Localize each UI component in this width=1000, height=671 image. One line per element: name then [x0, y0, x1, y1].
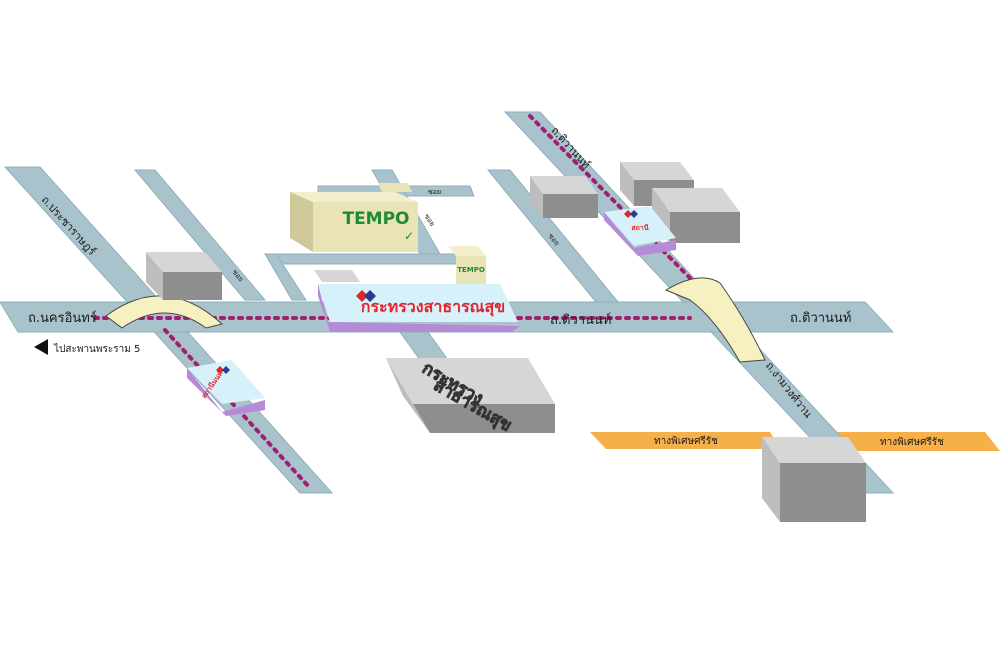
tempo-building: TEMPO ✓: [290, 183, 418, 252]
station-sign-right: สถานี: [604, 206, 676, 256]
building-a: [146, 252, 222, 300]
expressway-left: [590, 432, 780, 449]
mrt-logo-icon: [624, 210, 638, 218]
station-sign-left: สถานีนนท์: [187, 360, 265, 416]
label-soi-3: ซอย: [422, 213, 436, 228]
station-right-label: สถานี: [631, 224, 648, 232]
road-south-ministry: [399, 331, 449, 361]
label-road-east: ถ.ติวานนท์: [790, 310, 851, 326]
label-soi-2: ซอย: [428, 188, 441, 196]
flyover-left: [105, 295, 224, 329]
expressway-right: [822, 432, 1000, 451]
tempo-label: TEMPO: [342, 209, 409, 229]
flyover-right: [664, 277, 766, 363]
mrt-logo-icon: [216, 366, 230, 374]
road-frame-top: [263, 253, 461, 265]
building-f: [314, 270, 360, 282]
building-e: [762, 437, 866, 522]
arrow-left-icon: [34, 339, 48, 355]
building-d: [652, 188, 740, 243]
tempo-small-building: TEMPO: [448, 246, 486, 284]
label-road-center: ถ.ติวานนท์: [550, 312, 611, 328]
ministry-sign-label: กระทรวงสาธารณสุข: [361, 297, 505, 317]
ministry-station-sign: กระทรวงสาธารณสุข: [318, 284, 520, 332]
road-frame-left: [264, 253, 307, 301]
label-road-west: ถ.นครอินทร์: [28, 310, 97, 326]
label-expressway-left: ทางพิเศษศรีรัช: [654, 435, 718, 447]
direction-to-bridge: ไปสะพานพระราม 5: [34, 339, 140, 355]
ministry-building: กระทรวง สาธารณสุข: [386, 358, 555, 436]
label-expressway-right: ทางพิเศษศรีรัช: [880, 436, 944, 448]
mrt-logo-icon: [356, 290, 376, 302]
tempo-logo-mark: ✓: [404, 229, 414, 243]
direction-label: ไปสะพานพระราม 5: [53, 343, 140, 355]
building-b: [530, 176, 598, 218]
tempo-small-label: TEMPO: [457, 266, 485, 274]
